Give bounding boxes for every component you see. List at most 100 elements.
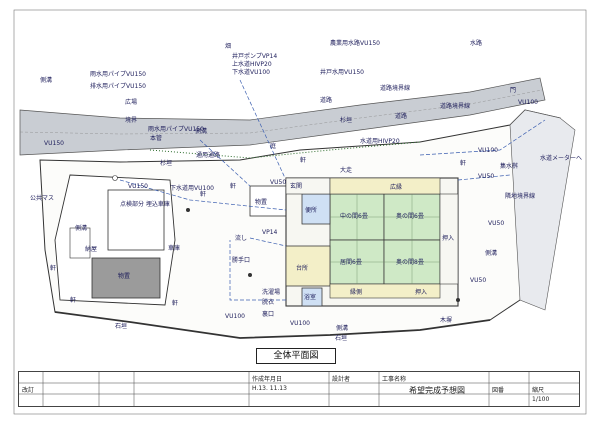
label-vu50-b: VU50 [478,173,494,180]
label-daidokoro: 台所 [296,264,308,272]
label-side-ditch5: 側溝 [336,324,348,332]
project-label: 工事名称 [382,376,407,383]
hedge [149,141,421,159]
label-ishigaki2: 石垣 [335,334,347,342]
road-centerline [19,89,543,135]
label-ima: 居間6畳 [340,259,362,266]
drain-symbol-2 [248,273,252,277]
label-sewer: 下水道VU100 [232,68,270,76]
label-nagashi: 流し [235,234,247,242]
label-drain-pipe2: 雨水用パイプVU150 [148,125,204,133]
label-water-hivp: 水道用HIVP20 [360,137,400,145]
label-suginamiki: 杉垣 [340,116,352,124]
label-water-supply: 上水道HIVP20 [232,60,272,68]
date-label: 作成年月日 [252,376,283,383]
no-label: 図番 [492,387,505,394]
inspection-garage [107,189,165,251]
engawa [329,283,441,299]
label-vu100-c: VU100 [225,313,245,320]
label-yokushitsu: 浴室 [304,293,316,301]
label-nakanoma: 中の間6畳 [340,212,368,220]
oshiire-right [439,193,459,285]
label-side-ditch3: 側溝 [75,224,87,232]
label-water-way: 水路 [470,39,482,47]
label-vu100-d: VU100 [290,320,310,327]
label-hiroba2: 境界 [125,116,137,124]
label-nouya: 納屋 [85,245,97,253]
label-suginamiki2: 杉垣 [160,159,172,167]
road-area [19,77,546,156]
label-rinchi: 隣地境界線 [505,192,535,200]
revision-label: 改訂 [22,387,35,394]
label-kosha: 車庫 [168,244,180,252]
drain-symbol-3 [456,298,460,302]
label-vu150-b: VU150 [128,183,148,190]
label-water-meter: 水道メーターへ [540,154,582,162]
label-ken5: 軒 [70,296,76,304]
public-manhole-symbol [112,175,118,181]
label-rain-pipe: 雨水用パイプVU150 [90,70,146,78]
label-ken7: 軒 [460,159,466,167]
label-side-ditch1: 側溝 [40,76,52,84]
label-ishigaki1: 石垣 [115,322,127,330]
drain-symbol [186,208,190,212]
label-vu50-a: VU50 [270,179,286,186]
label-ookatte: 大走 [340,166,352,174]
label-public-mas: 公共マス [30,194,54,202]
label-datsui: 脱衣 [262,298,274,306]
label-road2: 道路 [395,112,407,120]
label-oshiire2: 押入 [415,288,427,296]
plan-title: 全体平面図 [256,348,336,364]
label-okunoma8: 奥の間8畳 [396,258,424,266]
label-shunsui: 集水桝 [500,162,518,170]
label-hiroba: 広場 [125,98,137,106]
barn-small [69,227,91,259]
label-farm-pipe: 農業用水路VU150 [330,39,380,47]
date-value: H.13. 11.13 [252,385,287,392]
label-ken1: 軒 [230,182,236,190]
label-ken3: 軒 [50,264,56,272]
side-road [509,109,576,311]
label-niwa: 庭 [270,142,276,150]
label-well-pump: 井戸ポンプVP14 [232,52,277,60]
pipe-lines [119,79,546,301]
label-vu50-c: VU50 [488,220,504,227]
label-vp14: VP14 [262,229,278,236]
label-sewer-vu: 下水道用VU100 [170,184,214,192]
label-katte: 勝手口 [232,256,250,264]
label-vu100-b: VU100 [478,147,498,154]
scale-value: 1/100 [532,396,550,403]
room-kitchen [285,245,331,287]
label-main-pipe: 本管 [150,134,162,142]
label-senmen: 洗濯場 [262,288,280,296]
label-ken6: 軒 [300,156,306,164]
label-road-boundary2: 道路境界線 [440,102,470,110]
label-side-ditch2: 側溝 [195,127,207,135]
designer-label: 設計者 [332,376,351,383]
label-ken2: 軒 [200,190,206,198]
label-drain-pipe: 排水用パイプVU150 [90,82,146,90]
label-toilet: 便所 [305,206,317,214]
stone-wall [54,311,491,339]
label-vu150: VU150 [44,140,64,147]
label-ura: 裏口 [262,310,274,318]
hiroen [329,177,441,195]
room-bath [301,287,323,307]
label-engawa: 縁側 [350,288,362,296]
label-okunoma: 奥の間6畳 [396,212,424,220]
label-ken4: 軒 [172,299,178,307]
label-vu100-a: VU100 [518,99,538,106]
storage-shed [91,257,161,299]
label-well-water-pipe: 井戸水用VU150 [320,68,364,76]
label-storage: 物置 [255,198,267,206]
label-passage: 通用通路 [196,151,220,159]
label-road1: 道路 [320,96,332,104]
label-fence: 木塀 [440,316,452,324]
drawing-border [13,9,587,415]
label-shed: 物置 [118,272,130,280]
label-side-ditch4: 側溝 [485,249,497,257]
title-block-grid [19,372,579,406]
label-field1: 畑 [225,42,231,50]
title-block: 改訂 作成年月日 H.13. 11.13 設計者 工事名称 希望完成予想図 図番… [18,371,580,407]
